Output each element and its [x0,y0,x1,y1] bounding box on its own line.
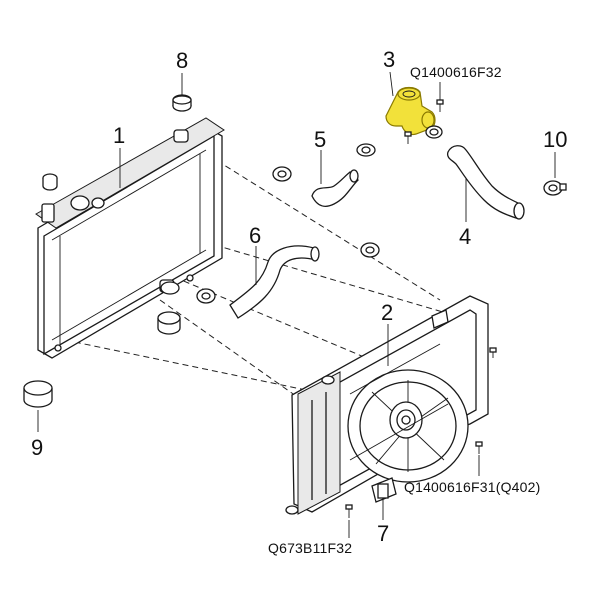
callout-5-label: 5 [314,127,326,152]
thermostat-housing[interactable] [385,86,436,136]
callout-2-label: 2 [381,300,393,325]
part-code-q1400616f32: Q1400616F32 [410,64,502,80]
part-code-thermostat-bolt: Q1400616F32 [410,64,502,100]
callout-4-label: 4 [459,224,471,249]
hose-clamp-6a [196,288,216,304]
callout-8-label: 8 [176,48,188,73]
lower-mount-insulator[interactable] [23,380,53,408]
radiator-top-left-mount [42,173,58,191]
upper-radiator-hose[interactable] [311,169,359,208]
hose-clamp-6b [360,242,380,258]
callout-8: 8 [176,48,188,95]
part-code-bottom-bolt: Q673B11F32 [268,520,352,556]
callout-1-label: 1 [113,123,125,148]
callout-2: 2 [381,300,393,366]
callout-7-label: 7 [377,521,389,546]
part-code-q673b11f32: Q673B11F32 [268,540,352,556]
callout-6: 6 [249,223,261,285]
callout-6-label: 6 [249,223,261,248]
part-code-shroud-bolt: Q1400616F31(Q402) [404,455,541,495]
callout-10-label: 10 [543,127,567,152]
thermostat-bolt [436,99,444,112]
radiator-core [51,149,207,344]
hose-clamp-5a [272,166,292,182]
hose-clamp-3 [425,125,443,139]
callout-9: 9 [31,410,43,460]
upper-mount-insulator[interactable] [172,94,192,112]
callout-4: 4 [459,178,471,249]
bottom-bolt [345,504,353,518]
callout-5: 5 [314,127,326,184]
hose-clamp-5b [356,143,376,157]
radiator-cap [70,195,90,211]
callout-10: 10 [543,127,567,178]
callout-3: 3 [383,47,395,97]
lower-radiator-hose[interactable] [229,245,320,319]
bypass-hose[interactable] [446,145,525,220]
callout-9-label: 9 [31,435,43,460]
part-code-q1400616f31: Q1400616F31(Q402) [404,479,541,495]
shroud-bolt-upper [489,347,497,358]
hose-clamp-10[interactable] [543,180,567,196]
shroud-bottom-left-pin [285,505,299,515]
fan-motor-connector[interactable] [377,483,389,520]
callout-7: 7 [377,521,389,546]
callout-3-label: 3 [383,47,395,72]
callout-1: 1 [113,123,125,188]
radiator[interactable] [35,117,225,359]
radiator-bottom-mount [157,281,181,335]
thermostat-bolt-lower [404,131,412,144]
shroud-bolt-right [475,441,483,454]
fan-shroud-assembly[interactable] [291,295,489,515]
